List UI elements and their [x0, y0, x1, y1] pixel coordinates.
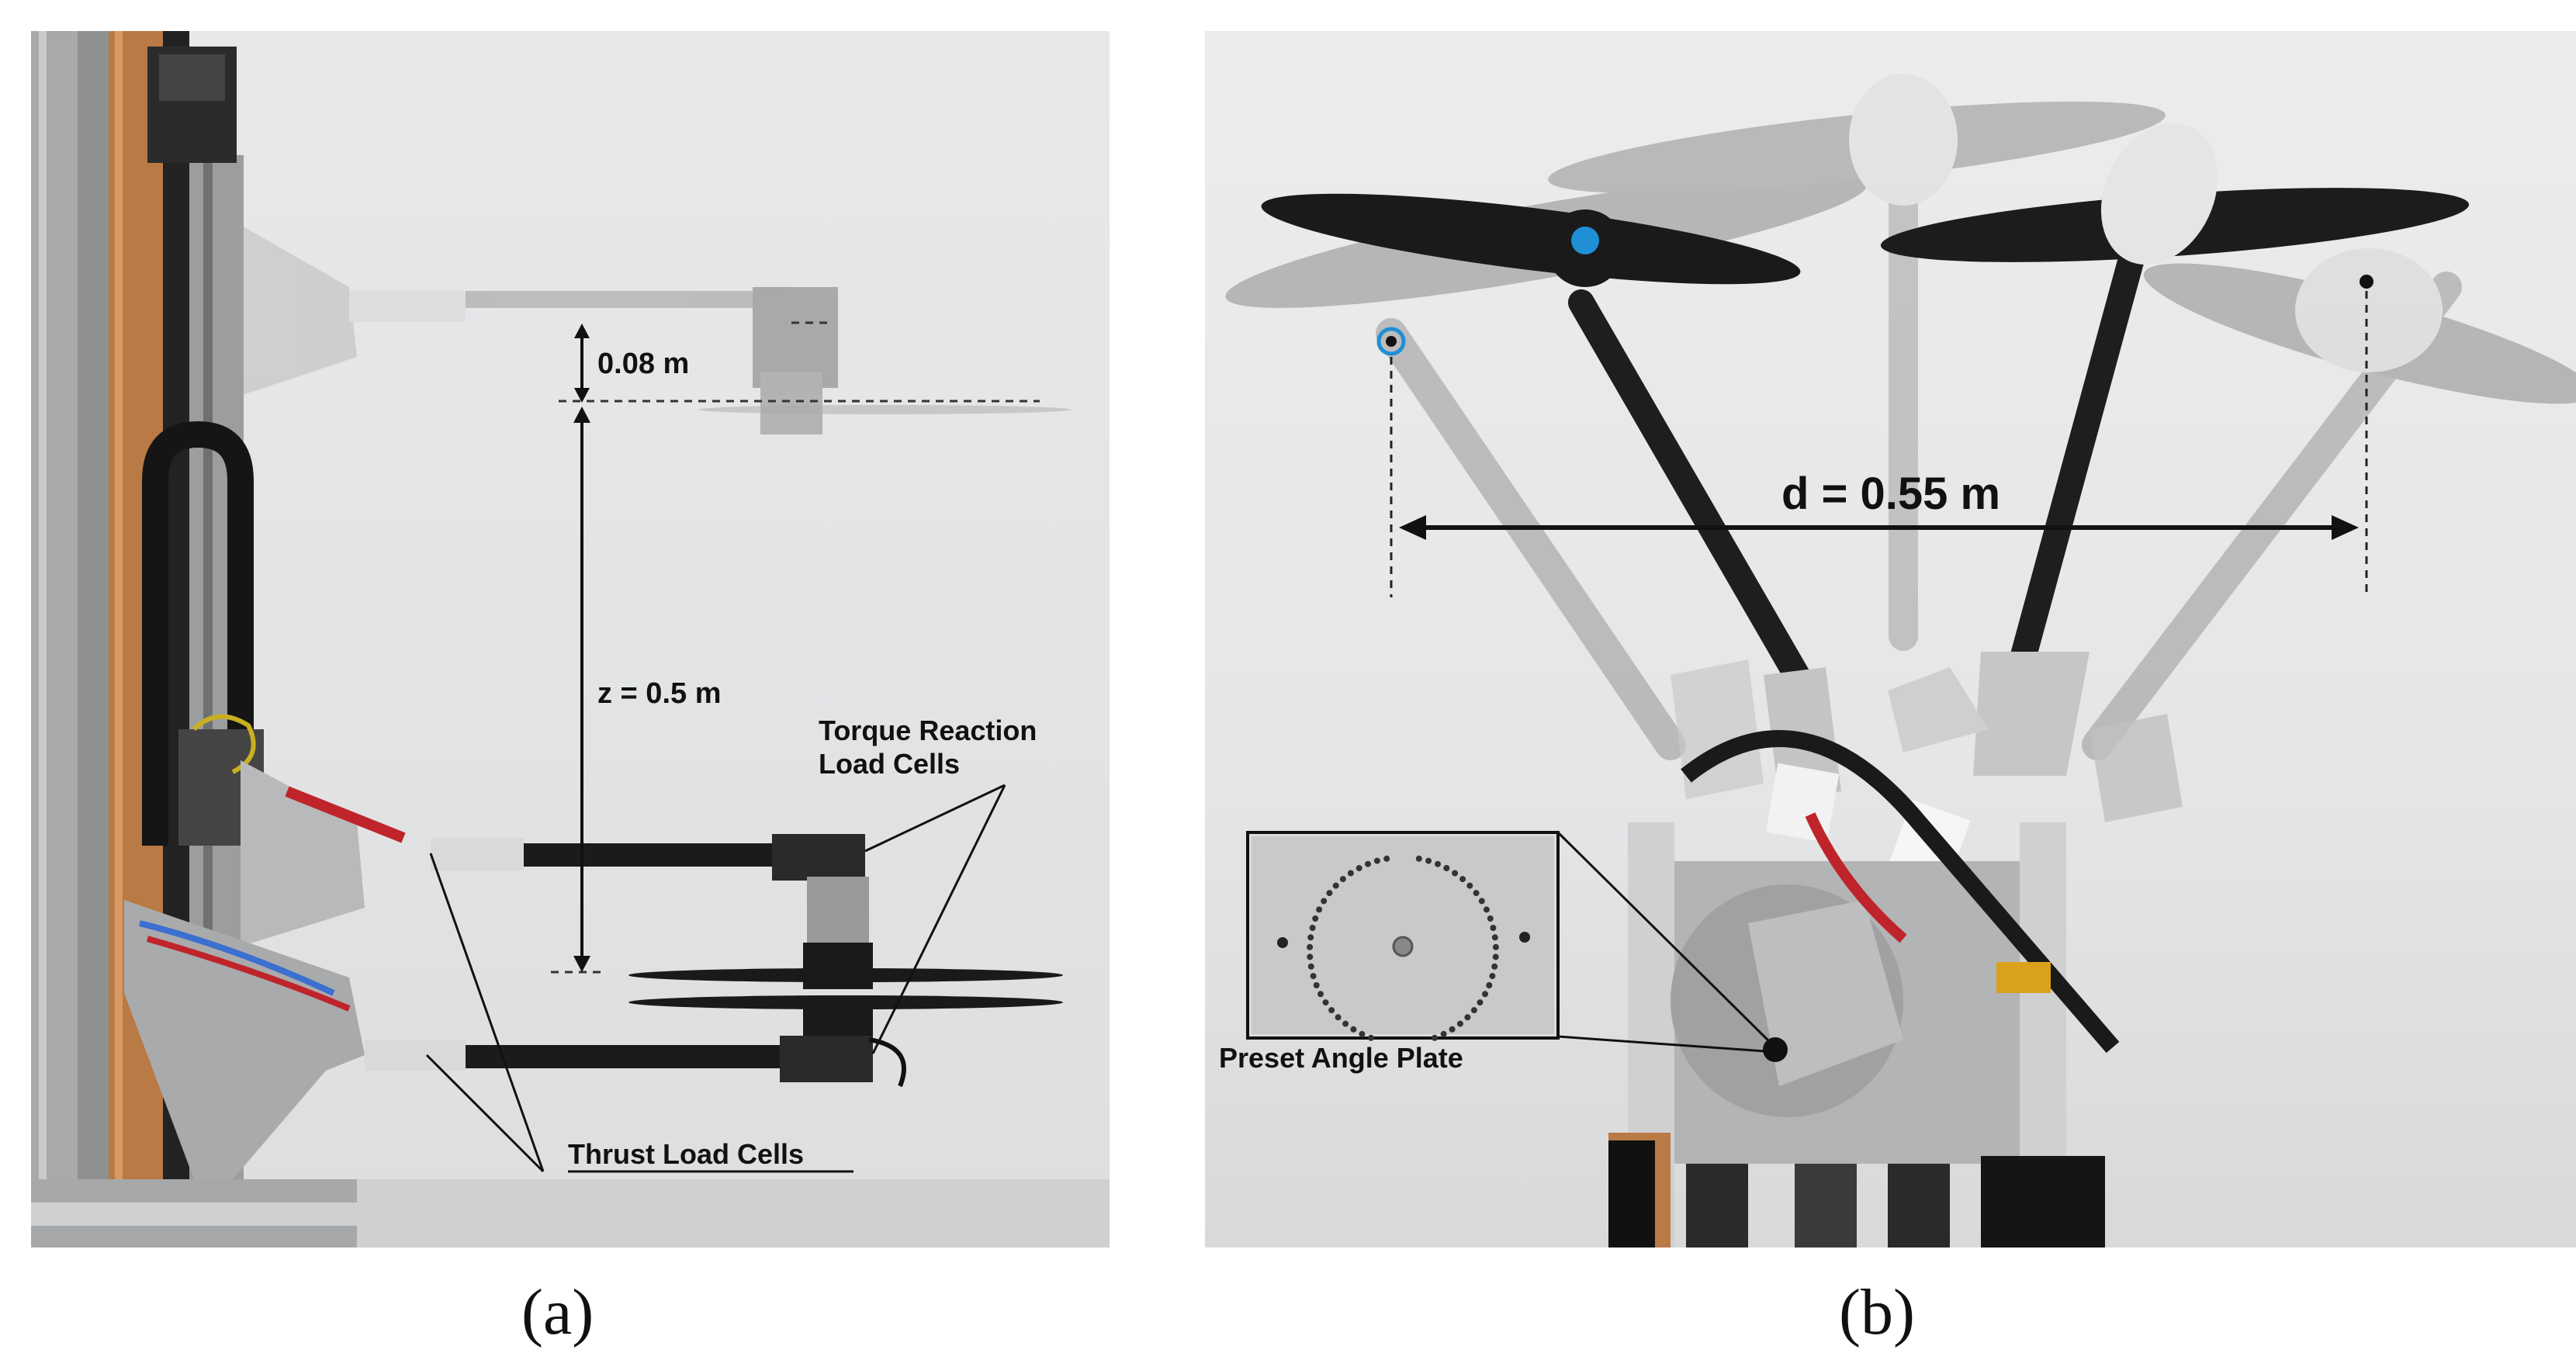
plate-hole: [1486, 982, 1493, 988]
plate-hole: [1491, 963, 1498, 970]
plate-hole: [1326, 890, 1333, 897]
plate-hole: [1307, 934, 1314, 941]
label-dz-small: 0.08 m: [597, 348, 690, 380]
plate-hole: [1317, 991, 1324, 998]
plate-hole: [1307, 963, 1314, 970]
lower-thrust-load-cell: [365, 1040, 466, 1071]
leader-lines-thrust: [425, 853, 853, 1173]
carbon-arm-left: [1568, 289, 1823, 711]
plate-hole: [1459, 876, 1466, 883]
cable-chain: [142, 420, 254, 846]
plate-hole: [1466, 882, 1473, 889]
label-torque-load-cells: Torque Reaction Load Cells: [819, 715, 1037, 780]
plate-hole: [1452, 870, 1459, 877]
plate-hole: [1313, 982, 1320, 988]
plate-hole: [1350, 1026, 1357, 1033]
plate-hole: [1307, 943, 1314, 950]
plate-hole: [1449, 1026, 1456, 1033]
plate-hole: [1435, 860, 1441, 867]
plate-hole: [1316, 906, 1323, 913]
test-rig-top-view: [1225, 74, 2576, 1248]
propeller-left: [1261, 193, 1801, 285]
lower-mount-bracket: [124, 900, 365, 1179]
plate-hole: [1359, 1030, 1366, 1037]
plate-hole: [1492, 953, 1499, 960]
caption-b: (b): [1839, 1276, 1915, 1348]
motor-axis-marker-right: [2360, 275, 2373, 289]
plate-hole: [1310, 973, 1317, 980]
lower-propeller: [628, 995, 1063, 1009]
plate-hole: [1489, 973, 1496, 980]
plate-hole: [1440, 1030, 1447, 1037]
plate-hole: [1425, 857, 1432, 864]
leader-lines-plate: [1556, 831, 1777, 1054]
plate-hole: [1365, 860, 1371, 867]
plate-hole: [1321, 898, 1328, 905]
plate-hole: [1483, 906, 1490, 913]
motor-mount-right: [2100, 123, 2218, 265]
caption-a: (a): [521, 1276, 594, 1348]
test-rig-side-view: [31, 31, 1110, 1248]
dimension-arrow-d: [1399, 515, 2359, 540]
plate-hole: [1307, 953, 1314, 960]
plate-hole: [1482, 991, 1488, 998]
upper-carbon-arm: [524, 843, 811, 867]
plate-hole: [1322, 999, 1329, 1006]
plate-hole: [1373, 857, 1380, 864]
plate-hole: [1473, 890, 1480, 897]
dimension-arrow-0-08m: [574, 324, 590, 403]
carbon-arm-right: [1999, 243, 2145, 711]
lower-carbon-arm: [466, 1045, 811, 1068]
plate-hole: [1309, 925, 1316, 931]
plate-hole: [1456, 1020, 1463, 1027]
motor-axis-marker-left: [1376, 327, 1406, 356]
label-z-distance: z = 0.5 m: [597, 677, 722, 710]
inset-plate-closeup: [1246, 831, 1560, 1040]
plate-hole: [1356, 865, 1362, 871]
dimension-arrow-z: [573, 407, 590, 972]
plate-hole: [1487, 915, 1494, 922]
leader-lines-torque: [864, 784, 1006, 1054]
upper-propeller: [628, 968, 1063, 982]
photo-panel-a: 0.08 m z = 0.5 m Torque Reaction Load Ce…: [31, 31, 1110, 1248]
plate-hole: [1478, 898, 1485, 905]
plate-hole: [1383, 855, 1390, 862]
plate-hole: [1328, 1007, 1335, 1014]
plate-hole: [1415, 855, 1422, 862]
label-preset-angle-plate: Preset Angle Plate: [1219, 1042, 1463, 1074]
plate-hole: [1335, 1014, 1342, 1021]
label-d-distance: d = 0.55 m: [1781, 469, 2001, 519]
upper-thrust-load-cell: [431, 838, 524, 870]
plate-hole: [1470, 1007, 1477, 1014]
plate-hole: [1490, 925, 1497, 931]
plate-hole: [1368, 1034, 1374, 1041]
plate-hole: [1332, 882, 1339, 889]
plate-hole: [1464, 1014, 1471, 1021]
plate-hole: [1342, 1020, 1349, 1027]
plate-hole: [1491, 934, 1498, 941]
plate-hole: [1347, 870, 1354, 877]
plate-hole: [1443, 865, 1450, 871]
plate-hole: [1339, 876, 1346, 883]
plate-hole: [1432, 1034, 1438, 1041]
label-thrust-load-cells: Thrust Load Cells: [568, 1138, 805, 1170]
plate-hole: [1312, 915, 1319, 922]
plate-hole: [1477, 999, 1484, 1006]
plate-hole: [1492, 943, 1499, 950]
photo-panel-b: d = 0.55 m Preset Angle Plate: [1205, 31, 2576, 1248]
upper-mount-bracket: [241, 760, 365, 946]
